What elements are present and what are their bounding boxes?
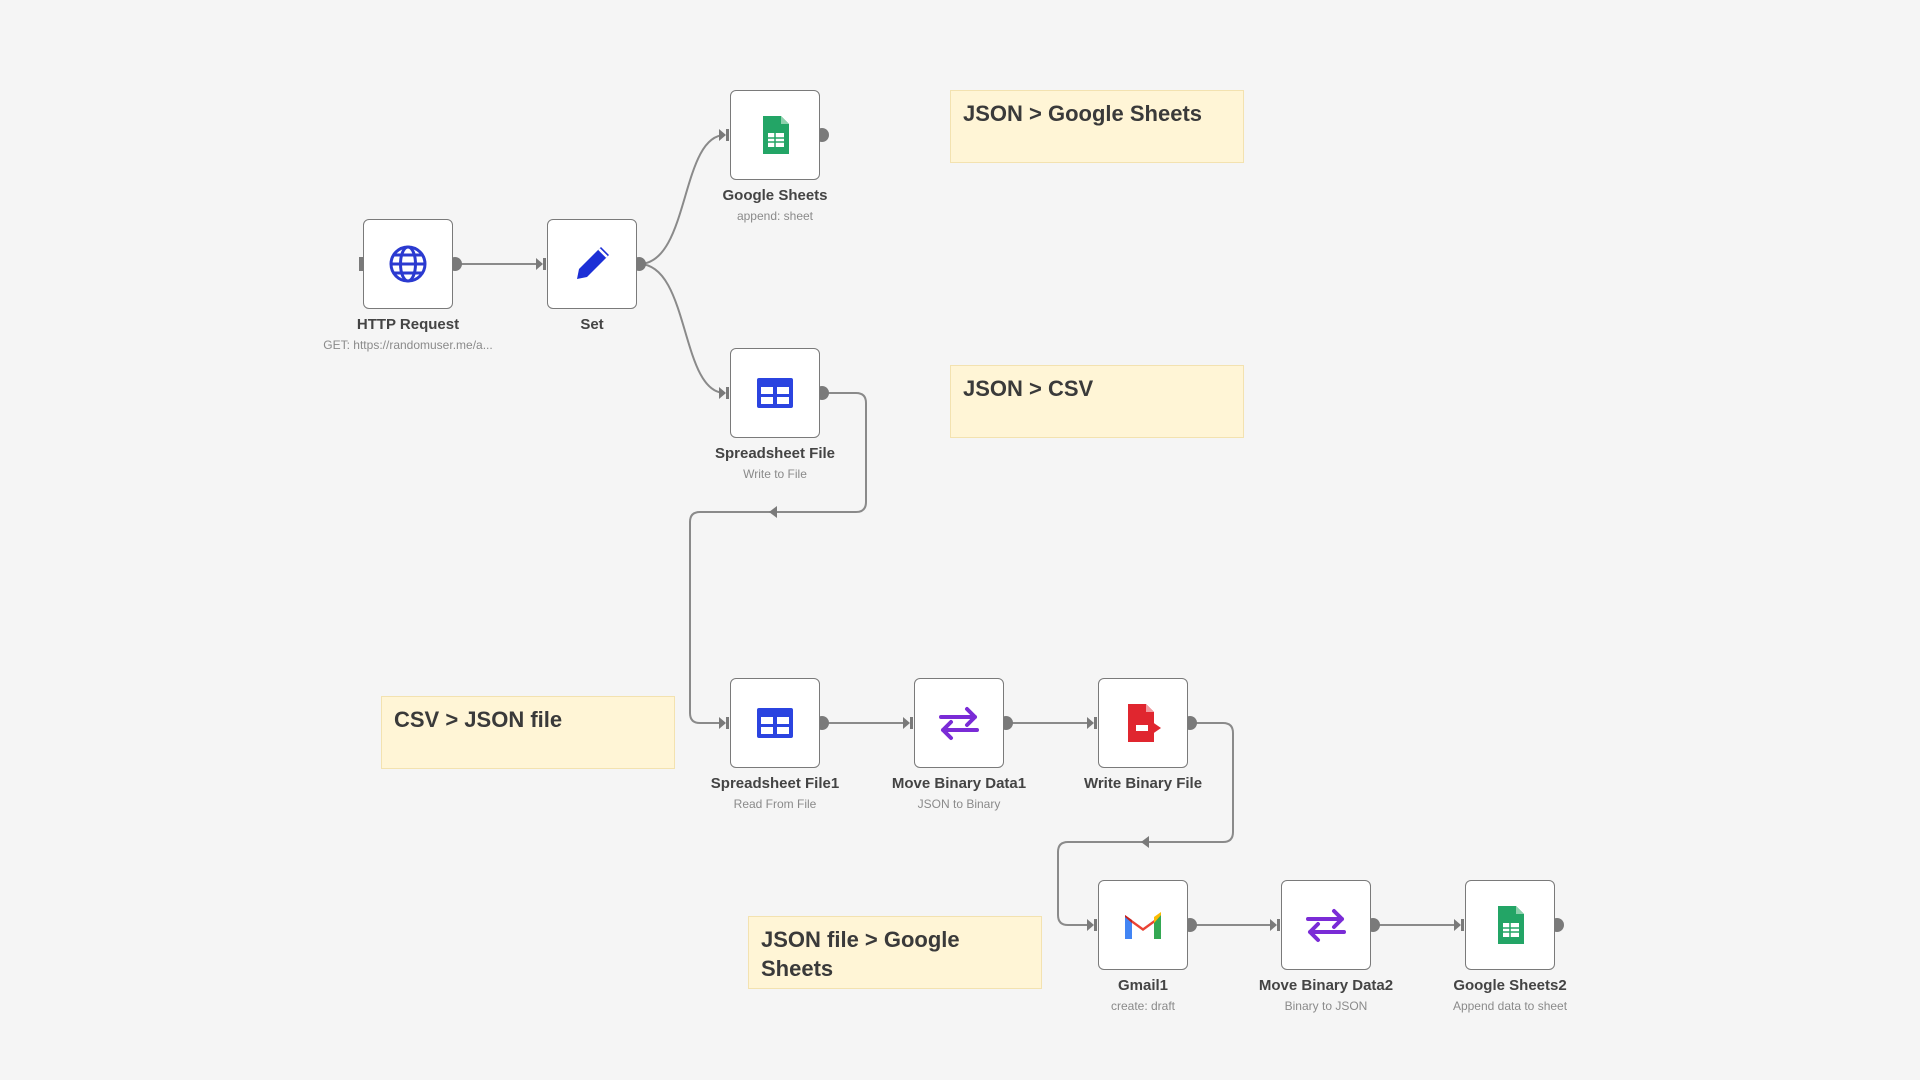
wire-arrow (1141, 836, 1149, 848)
node-google-sheets[interactable] (730, 90, 820, 180)
node-move-binary-data1-title: Move Binary Data1 (891, 775, 1027, 792)
write-binary-file-input-handle (1087, 717, 1094, 729)
node-gmail1[interactable] (1098, 880, 1188, 970)
connection-spreadsheet-file-to-spreadsheet-file1 (689, 392, 867, 724)
node-set-title: Set (580, 316, 604, 333)
node-spreadsheet-file[interactable] (730, 348, 820, 438)
pencil-icon (577, 247, 609, 279)
node-google-sheets2-title: Google Sheets2 (1453, 977, 1567, 994)
sticky-note-json-google-sheets[interactable]: JSON > Google Sheets (950, 90, 1244, 163)
google-sheets2-input-handle (1454, 919, 1461, 931)
spreadsheet-table-icon (757, 708, 793, 738)
connection-set-to-spreadsheet-file (638, 263, 726, 394)
node-set[interactable] (547, 219, 637, 309)
node-move-binary-data1[interactable] (914, 678, 1004, 768)
sticky-note-text: JSON > Google Sheets (963, 101, 1203, 126)
spreadsheet-file-input-handle (719, 387, 726, 399)
input-handles (359, 129, 1464, 931)
node-http-request-subtitle: GET: https://randomuser.me/a... (323, 338, 493, 352)
set-input-handle (536, 258, 543, 270)
node-move-binary-data2-subtitle: Binary to JSON (1284, 999, 1368, 1013)
wire-arrow (769, 506, 777, 518)
swap-arrows-icon (939, 707, 979, 740)
node-spreadsheet-file1-subtitle: Read From File (733, 797, 817, 811)
gmail-icon (1125, 912, 1161, 939)
file-export-icon (1128, 704, 1161, 742)
sticky-note-json-file-google-sheets[interactable]: JSON file > Google Sheets (748, 916, 1042, 989)
connection-set-to-google-sheets (638, 134, 726, 265)
node-move-binary-data1-subtitle: JSON to Binary (917, 797, 1001, 811)
globe-icon (389, 245, 427, 283)
node-google-sheets2-subtitle: Append data to sheet (1452, 999, 1568, 1013)
spreadsheet-table-icon (757, 378, 793, 408)
move-binary-data2-input-handle (1270, 919, 1277, 931)
google-sheets-icon (763, 116, 789, 154)
node-write-binary-file-title: Write Binary File (1083, 775, 1203, 792)
google-sheets-icon (1498, 906, 1524, 944)
node-gmail1-subtitle: create: draft (1110, 999, 1176, 1013)
node-http-request[interactable] (363, 219, 453, 309)
sticky-note-text: JSON file > Google Sheets (761, 927, 960, 981)
node-google-sheets2[interactable] (1465, 880, 1555, 970)
spreadsheet-file1-input-handle (719, 717, 726, 729)
sticky-note-json-csv[interactable]: JSON > CSV (950, 365, 1244, 438)
node-write-binary-file[interactable] (1098, 678, 1188, 768)
node-google-sheets-subtitle: append: sheet (736, 209, 814, 223)
node-spreadsheet-file-subtitle: Write to File (743, 467, 807, 481)
sticky-note-csv-json-file[interactable]: CSV > JSON file (381, 696, 675, 769)
google-sheets-input-handle (719, 129, 726, 141)
node-http-request-title: HTTP Request (356, 316, 460, 333)
node-gmail1-title: Gmail1 (1117, 977, 1169, 994)
node-move-binary-data2[interactable] (1281, 880, 1371, 970)
gmail1-input-handle (1087, 919, 1094, 931)
node-spreadsheet-file-title: Spreadsheet File (714, 445, 836, 462)
swap-arrows-icon (1306, 909, 1346, 942)
node-google-sheets-title: Google Sheets (722, 187, 828, 204)
move-binary-data1-input-handle (903, 717, 910, 729)
node-move-binary-data2-title: Move Binary Data2 (1258, 977, 1394, 994)
node-spreadsheet-file1-title: Spreadsheet File1 (710, 775, 840, 792)
node-spreadsheet-file1[interactable] (730, 678, 820, 768)
sticky-note-text: CSV > JSON file (394, 707, 563, 732)
http-request-input-handle (359, 257, 365, 271)
sticky-note-text: JSON > CSV (963, 376, 1094, 401)
